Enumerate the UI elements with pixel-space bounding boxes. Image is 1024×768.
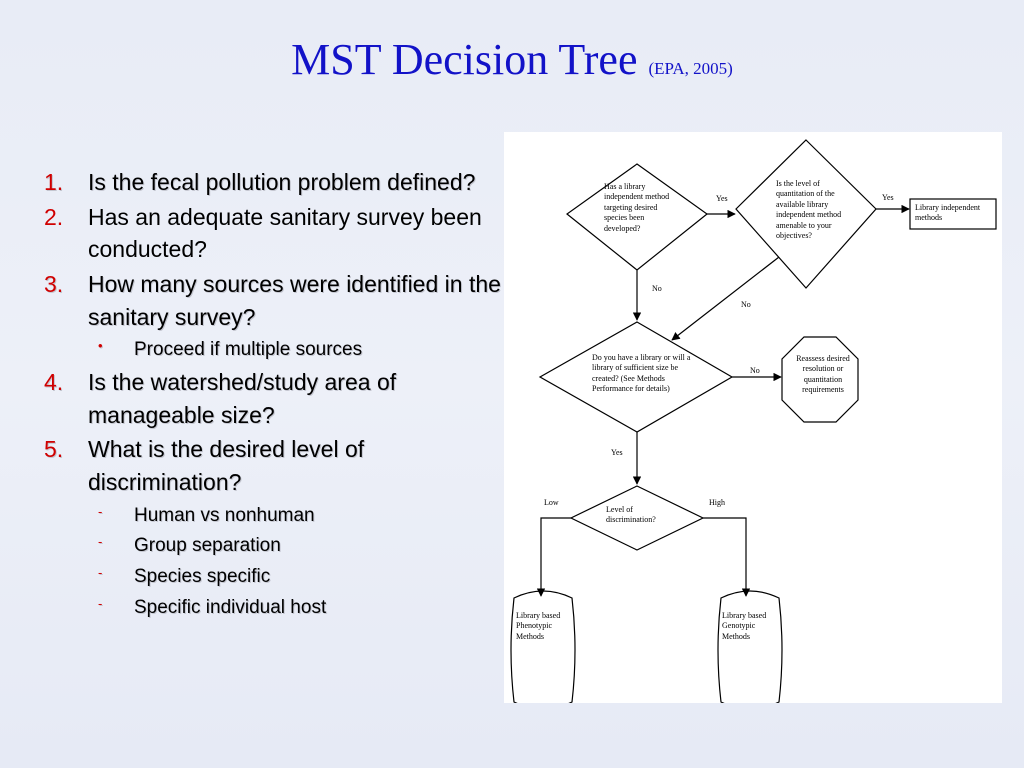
label-no-3: No: [750, 366, 760, 375]
question-5-sub-4-text: Specific individual host: [134, 596, 327, 618]
decision-3-text: Do you have a library or will a library …: [592, 353, 691, 394]
label-yes-3: Yes: [611, 448, 623, 457]
label-no-1: No: [652, 284, 662, 293]
title-main: MST Decision Tree: [291, 35, 638, 84]
question-2: 2. Has an adequate sanitary survey been …: [40, 201, 510, 266]
label-yes-2: Yes: [882, 193, 894, 202]
library-independent-text: Library independent methods: [915, 203, 981, 223]
phenotypic-text: Library based Phenotypic Methods: [516, 611, 561, 641]
question-3-sub-1-text: Proceed if multiple sources: [134, 339, 363, 361]
decision-diamond-2: [735, 139, 877, 289]
question-5-sub-2: - Group separation: [40, 531, 510, 562]
question-2-number: 2.: [44, 203, 64, 230]
slide-title: MST Decision Tree (EPA, 2005): [0, 38, 1024, 82]
label-yes-1: Yes: [716, 194, 728, 203]
flowchart-graphics: [510, 139, 997, 703]
sub-bullet-dot: •: [98, 338, 103, 354]
sub-bullet-dash: -: [98, 503, 103, 519]
question-4-number: 4.: [44, 369, 64, 396]
label-high: High: [709, 498, 725, 507]
label-low: Low: [544, 498, 559, 507]
decision-tree-flowchart: Has a library independent method targeti…: [504, 132, 1002, 703]
question-3-text: How many sources were identified in the …: [88, 270, 501, 330]
sub-bullet-dash: -: [98, 565, 103, 581]
question-5-sub-3-text: Species specific: [134, 566, 271, 588]
title-citation: (EPA, 2005): [648, 59, 733, 78]
reassess-octagon: [781, 336, 859, 423]
question-5-sub-3: - Species specific: [40, 562, 510, 593]
question-1-number: 1.: [44, 169, 64, 195]
question-3-sub-1: • Proceed if multiple sources: [40, 335, 510, 366]
decision-1-text: Has a library independent method targeti…: [604, 182, 670, 233]
arrow-high-to-genotypic: [703, 517, 751, 597]
genotypic-text: Library based Genotypic Methods: [722, 611, 767, 641]
question-3-number: 3.: [44, 270, 64, 297]
reassess-text: Reassess desired resolution or quantitat…: [796, 354, 850, 395]
sub-bullet-dash: -: [98, 595, 103, 611]
question-4: 4. Is the watershed/study area of manage…: [40, 366, 510, 431]
library-independent-box: [909, 198, 997, 230]
question-5-number: 5.: [44, 436, 64, 463]
label-no-2: No: [741, 300, 751, 309]
genotypic-cylinder: [717, 590, 783, 703]
sub-bullet-dash: -: [98, 534, 103, 550]
question-5-sub-1: - Human vs nonhuman: [40, 501, 510, 532]
question-4-text: Is the watershed/study area of manageabl…: [88, 369, 397, 428]
question-1: 1. Is the fecal pollution problem define…: [40, 166, 510, 199]
arrow-low-to-phenotypic: [536, 517, 571, 597]
question-1-text: Is the fecal pollution problem defined?: [88, 169, 476, 195]
question-5: 5. What is the desired level of discrimi…: [40, 433, 510, 498]
question-5-sub-1-text: Human vs nonhuman: [134, 504, 315, 526]
question-5-sub-2-text: Group separation: [134, 535, 281, 557]
arrow-no-d2-to-d3: [671, 256, 780, 341]
question-list: 1. Is the fecal pollution problem define…: [40, 166, 510, 624]
question-5-sub-4: - Specific individual host: [40, 593, 510, 624]
question-3: 3. How many sources were identified in t…: [40, 268, 510, 333]
decision-2-text: Is the level of quantitation of the avai…: [776, 179, 842, 241]
question-5-text: What is the desired level of discriminat…: [88, 436, 365, 496]
decision-diamond-4: [569, 485, 705, 551]
phenotypic-cylinder: [510, 590, 576, 703]
decision-4-text: Level of discrimination?: [606, 505, 656, 525]
question-2-text: Has an adequate sanitary survey been con…: [88, 203, 482, 263]
